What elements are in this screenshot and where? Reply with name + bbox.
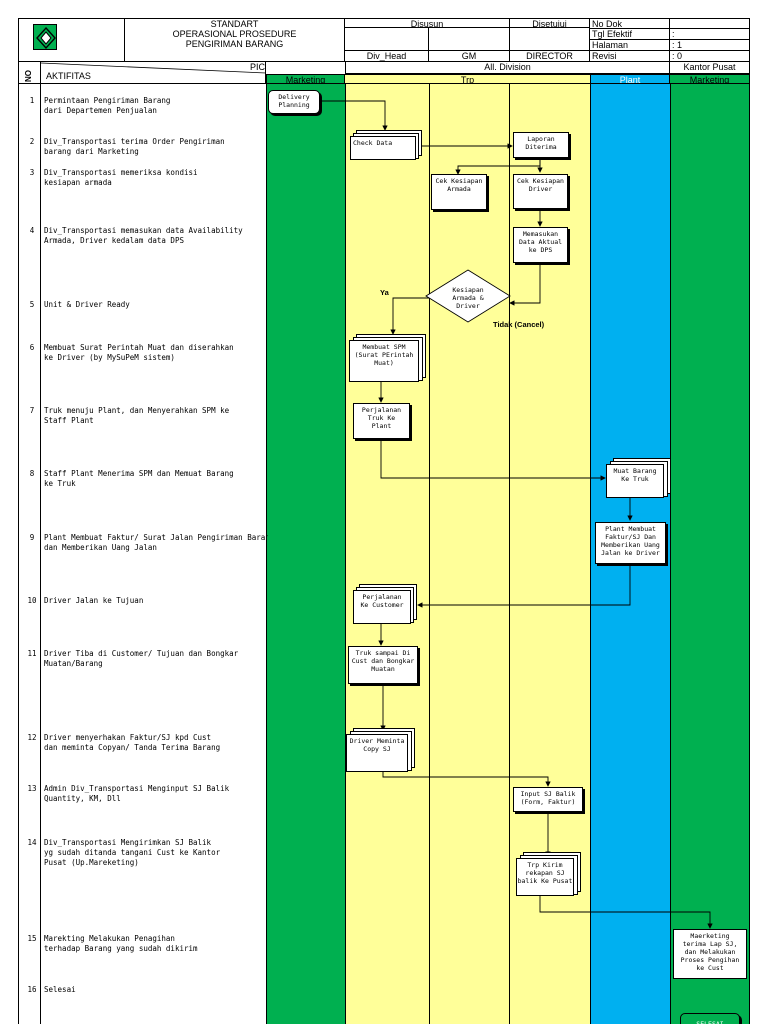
- shape-cek-driver: Cek Kesiapan Driver: [513, 174, 568, 209]
- step-16-text: Selesai: [44, 985, 76, 994]
- step-16-number: 16: [27, 985, 37, 994]
- step-7-text: Truk menuju Plant, dan Menyerahkan SPM k…: [44, 406, 230, 425]
- step-7-number: 7: [29, 406, 35, 415]
- shape-delivery-planning: Delivery Planning: [268, 90, 320, 114]
- title-line-1: STANDART: [210, 19, 259, 29]
- no-column-left-border: [18, 62, 19, 1024]
- lane-marketing-left: [266, 74, 345, 1024]
- shape-perjalanan-plant: Perjalanan Truk Ke Plant: [353, 403, 410, 439]
- director-label: DIRECTOR: [510, 50, 590, 62]
- step-1-text: Permintaan Pengiriman Barang dari Depart…: [44, 96, 171, 115]
- logo-diamond-icon: [36, 26, 56, 50]
- kantor-pusat-header: Kantor Pusat: [670, 62, 750, 74]
- step-3-text: Div_Transportasi memeriksa kondisi kesia…: [44, 168, 198, 187]
- shape-driver-copy: Driver Meminta Copy SJ: [346, 734, 408, 772]
- aktifitas-header: AKTIFITAS: [46, 71, 91, 81]
- label-tidak-cancel: Tidak (Cancel): [493, 320, 545, 329]
- shape-membuat-spm: Membuat SPM (Surat PErintah Muat): [349, 340, 419, 382]
- doc-label-halaman: Halaman: [590, 40, 670, 51]
- lane-divider-1: [429, 84, 430, 1024]
- no-column-divider: [40, 62, 41, 1024]
- shape-perjalanan-cust: Perjalanan Ke Customer: [353, 590, 411, 624]
- shape-plant-faktur: Plant Membuat Faktur/SJ Dan Memberikan U…: [595, 522, 666, 564]
- step-5-number: 5: [29, 300, 35, 309]
- all-division-header: All. Division: [345, 62, 670, 74]
- step-13-number: 13: [27, 784, 37, 793]
- pic-header: PIC: [249, 62, 265, 72]
- step-12-number: 12: [27, 733, 37, 742]
- lane-divider-2: [509, 84, 510, 1024]
- step-3-number: 3: [29, 168, 35, 177]
- shape-trp-kirim: Trp Kirim rekapan SJ balik Ke Pusat: [516, 858, 574, 896]
- shape-marketing-tagih: Maerketing terima Lap SJ, dan Melakukan …: [673, 929, 747, 979]
- step-9-text: Plant Membuat Faktur/ Surat Jalan Pengir…: [44, 533, 268, 552]
- doc-label-tgl: Tgl Efektif: [590, 29, 670, 40]
- step-8-number: 8: [29, 469, 35, 478]
- step-6-text: Membuat Surat Perintah Muat dan diserahk…: [44, 343, 234, 362]
- step-15-text: Marekting Melakukan Penagihan terhadap B…: [44, 934, 198, 953]
- doc-value-no-dok: [670, 18, 750, 29]
- doc-label-no-dok: No Dok: [590, 18, 670, 29]
- div-head-label: Div_Head: [345, 50, 429, 62]
- step-6-number: 6: [29, 343, 35, 352]
- no-header: NO: [24, 70, 33, 82]
- sign-cell-gm: [429, 28, 510, 50]
- shape-laporan-diterima: Laporan Diterima: [513, 132, 569, 158]
- step-4-text: Div_Transportasi memasukan data Availabi…: [44, 226, 243, 245]
- shape-muat-barang: Muat Barang Ke Truk: [606, 464, 664, 498]
- disusun-header: Disusun: [345, 18, 510, 28]
- step-15-number: 15: [27, 934, 37, 943]
- doc-value-halaman: : 1: [670, 40, 750, 51]
- step-4-number: 4: [29, 226, 35, 235]
- disetujui-header: Disetujui: [510, 18, 590, 28]
- step-5-text: Unit & Driver Ready: [44, 300, 130, 309]
- step-1-number: 1: [29, 96, 35, 105]
- step-9-number: 9: [29, 533, 35, 542]
- sign-cell-director: [510, 28, 590, 50]
- lane-header-plant: Plant: [590, 74, 670, 84]
- step-14-text: Div_Transportasi Mengirimkan SJ Balik yg…: [44, 838, 221, 867]
- lane-marketing-right: [670, 74, 750, 1024]
- shape-selesai: SELESAI: [680, 1013, 740, 1024]
- doc-value-tgl: :: [670, 29, 750, 40]
- sign-cell-div-head: [345, 28, 429, 50]
- doc-label-revisi: Revisi: [590, 51, 670, 62]
- lane-header-marketing-left: Marketing: [266, 74, 345, 84]
- shape-cek-armada: Cek Kesiapan Armada: [431, 174, 487, 210]
- step-14-number: 14: [27, 838, 37, 847]
- label-ya: Ya: [380, 288, 389, 297]
- step-13-text: Admin Div_Transportasi Menginput SJ Bali…: [44, 784, 230, 803]
- step-8-text: Staff Plant Menerima SPM dan Memuat Bara…: [44, 469, 234, 488]
- shape-memasukan: Memasukan Data Aktual ke DPS: [513, 227, 568, 263]
- lane-header-trp: Trp: [345, 74, 590, 84]
- doc-value-revisi: : 0: [670, 51, 750, 62]
- title-line-3: PENGIRIMAN BARANG: [185, 39, 284, 49]
- shape-input-sj: Input SJ Balik (Form, Faktur): [513, 787, 583, 812]
- title-cell: STANDART OPERASIONAL PROSEDURE PENGIRIMA…: [124, 18, 345, 62]
- step-2-number: 2: [29, 137, 35, 146]
- company-logo-icon: [33, 24, 57, 50]
- step-2-text: Div_Transportasi terima Order Pengiriman…: [44, 137, 225, 156]
- step-12-text: Driver menyerhakan Faktur/SJ kpd Cust da…: [44, 733, 221, 752]
- step-10-text: Driver Jalan ke Tujuan: [44, 596, 144, 605]
- step-11-text: Driver Tiba di Customer/ Tujuan dan Bong…: [44, 649, 239, 668]
- gm-label: GM: [429, 50, 510, 62]
- step-11-number: 11: [27, 649, 37, 658]
- shape-check-data: Check Data: [350, 136, 416, 160]
- step-10-number: 10: [27, 596, 37, 605]
- shape-decision-text: Kesiapan Armada & Driver: [452, 286, 484, 310]
- shape-truk-sampai: Truk sampai Di Cust dan Bongkar Muatan: [348, 646, 418, 684]
- lane-header-marketing-right: Marketing: [670, 74, 750, 84]
- title-line-2: OPERASIONAL PROSEDURE: [172, 29, 297, 39]
